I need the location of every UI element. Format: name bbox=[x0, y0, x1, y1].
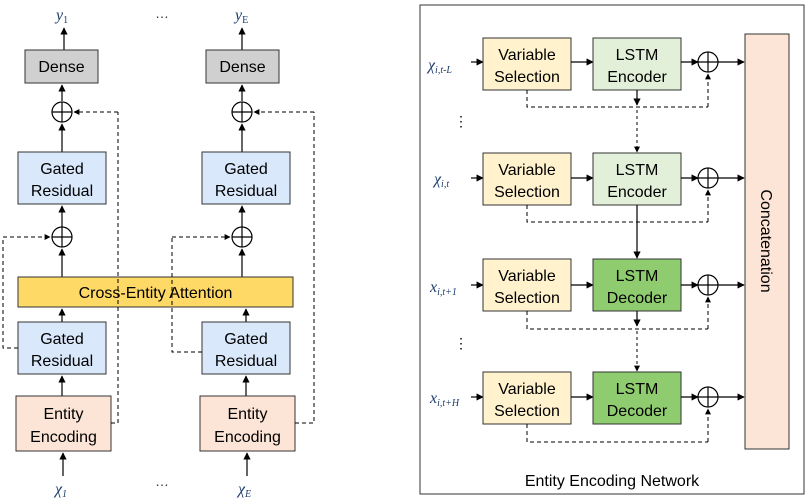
output-label-1: y1 bbox=[54, 7, 68, 26]
svg-text:Encoder: Encoder bbox=[607, 69, 667, 86]
dense-label-e: Dense bbox=[219, 59, 265, 76]
svg-text:Selection: Selection bbox=[494, 403, 560, 420]
gated-residual-bottom-e bbox=[201, 321, 291, 375]
add-node-mid-e bbox=[231, 226, 253, 248]
svg-text:Gated: Gated bbox=[40, 161, 84, 178]
add-node-top-1 bbox=[51, 101, 73, 123]
svg-text:Residual: Residual bbox=[215, 353, 277, 370]
svg-text:Residual: Residual bbox=[31, 353, 93, 370]
svg-text:LSTM: LSTM bbox=[616, 47, 659, 64]
svg-text:χi,t: χi,t bbox=[432, 171, 449, 190]
svg-text:Residual: Residual bbox=[215, 183, 277, 200]
gated-residual-top-1 bbox=[17, 151, 107, 205]
svg-text:Encoding: Encoding bbox=[30, 429, 97, 446]
add-node-top-e bbox=[231, 101, 253, 123]
svg-text:LSTM: LSTM bbox=[616, 381, 659, 398]
entity-encoding-box-1 bbox=[15, 395, 112, 452]
skip-connection-e-inner bbox=[171, 237, 202, 353]
svg-text:Encoder: Encoder bbox=[607, 184, 667, 201]
skip-connection-1-outer bbox=[111, 112, 119, 424]
svg-text:Variable: Variable bbox=[498, 381, 556, 398]
dense-box-1 bbox=[24, 49, 99, 84]
row-t-plus-1: xi,t+1 Variable Selection LSTM Decoder bbox=[429, 258, 745, 330]
svg-text:Gated: Gated bbox=[40, 331, 84, 348]
dense-label-1: Dense bbox=[38, 59, 84, 76]
entity-encoding-box-e bbox=[199, 395, 296, 452]
svg-text:Variable: Variable bbox=[498, 162, 556, 179]
concatenation-box bbox=[744, 33, 790, 450]
svg-text:Variable: Variable bbox=[498, 268, 556, 285]
svg-text:Gated: Gated bbox=[224, 331, 268, 348]
svg-text:Entity: Entity bbox=[227, 406, 267, 423]
gated-residual-bottom-1 bbox=[17, 321, 107, 375]
entity-encoding-network-caption: Entity Encoding Network bbox=[525, 473, 700, 490]
svg-text:Decoder: Decoder bbox=[607, 403, 668, 420]
input-label-e: χE bbox=[236, 481, 251, 499]
concatenation-label: Concatenation bbox=[757, 189, 774, 292]
svg-text:LSTM: LSTM bbox=[616, 268, 659, 285]
skip-connection-e-outer bbox=[295, 112, 315, 424]
row-t-plus-h: xi,t+H Variable Selection LSTM Decoder bbox=[429, 371, 745, 443]
svg-text:LSTM: LSTM bbox=[616, 162, 659, 179]
svg-text:Residual: Residual bbox=[31, 183, 93, 200]
row-t: χi,t Variable Selection LSTM Encoder bbox=[432, 152, 745, 259]
svg-text:χi,t-L: χi,t-L bbox=[426, 57, 452, 76]
svg-text:xi,t+1: xi,t+1 bbox=[429, 279, 457, 298]
svg-text:Variable: Variable bbox=[498, 47, 556, 64]
svg-text:Decoder: Decoder bbox=[607, 290, 668, 307]
bottom-ellipsis: … bbox=[155, 473, 169, 489]
gated-residual-top-e bbox=[201, 151, 291, 205]
svg-text:xi,t+H: xi,t+H bbox=[429, 390, 460, 409]
svg-text:Selection: Selection bbox=[494, 184, 560, 201]
svg-text:Entity: Entity bbox=[43, 406, 83, 423]
right-panel: Entity Encoding Network Concatenation χi… bbox=[419, 4, 805, 495]
left-panel: y1 … yE Dense Dense Gated Residual G bbox=[2, 5, 315, 499]
row-t-minus-l: χi,t-L Variable Selection LSTM Encoder bbox=[426, 37, 745, 108]
right-ellipsis-1: ⋮ bbox=[454, 113, 468, 129]
right-ellipsis-2: ⋮ bbox=[454, 335, 468, 351]
svg-text:Selection: Selection bbox=[494, 290, 560, 307]
svg-text:Gated: Gated bbox=[224, 161, 268, 178]
output-label-e: yE bbox=[233, 7, 248, 26]
cross-entity-attention-label: Cross-Entity Attention bbox=[79, 285, 233, 302]
add-node-mid-1 bbox=[51, 226, 73, 248]
svg-text:Encoding: Encoding bbox=[214, 429, 281, 446]
skip-connection-1-inner bbox=[2, 237, 18, 349]
cross-entity-attention-box bbox=[17, 276, 294, 308]
input-label-1: χ1 bbox=[53, 481, 67, 499]
top-ellipsis: … bbox=[155, 5, 169, 21]
dense-box-e bbox=[205, 49, 280, 84]
svg-text:Selection: Selection bbox=[494, 69, 560, 86]
